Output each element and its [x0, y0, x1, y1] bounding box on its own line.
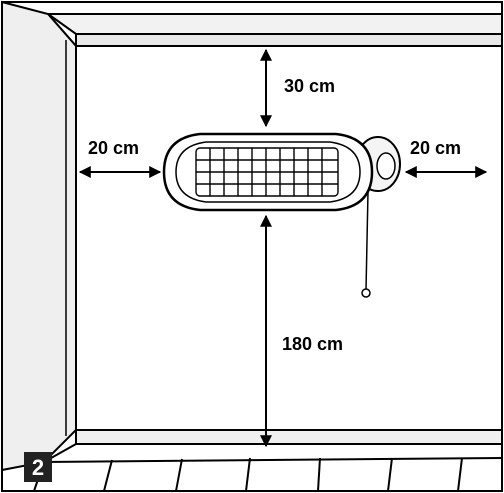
top-clearance-label: 30 cm [284, 76, 335, 96]
step-number: 2 [32, 455, 44, 480]
right-clearance-label: 20 cm [410, 138, 461, 158]
left-clearance-label: 20 cm [88, 138, 139, 158]
baseboard [43, 429, 503, 463]
heater-grille [195, 147, 339, 197]
bottom-clearance-label: 180 cm [282, 334, 343, 354]
step-badge: 2 [24, 452, 52, 482]
heater-unit [162, 132, 401, 298]
ceiling-molding [44, 13, 503, 47]
back-wall [75, 45, 503, 431]
left-side-wall [0, 0, 77, 472]
floor-tiles [33, 457, 503, 492]
pull-cord [361, 191, 371, 298]
